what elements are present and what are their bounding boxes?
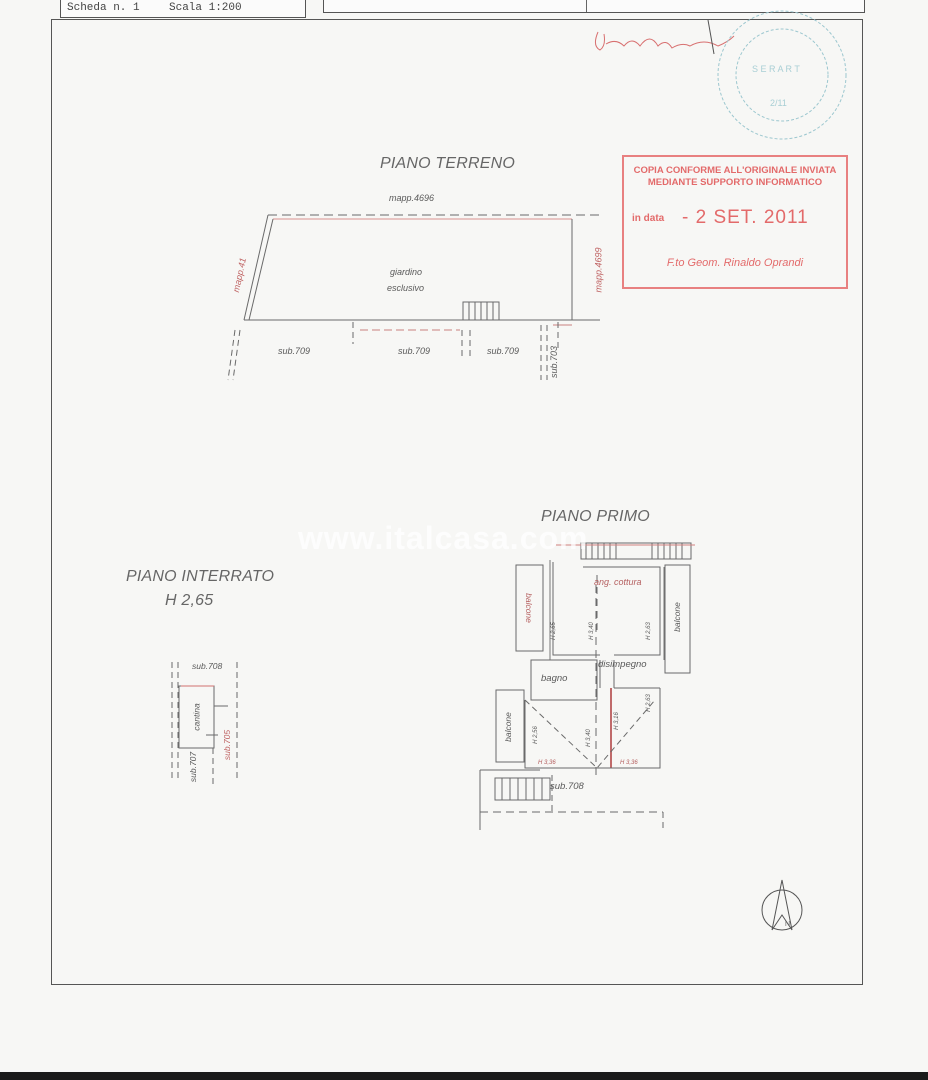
- svg-text:2/11: 2/11: [770, 98, 787, 108]
- height-h7: H 2,56: [532, 726, 539, 744]
- label-mapp-4699: mapp.4699: [593, 247, 604, 293]
- height-h4: H 2,63: [645, 694, 652, 712]
- height-h5: H 3,16: [613, 712, 620, 730]
- height-h6: H 3,40: [585, 729, 592, 747]
- height-h8: H 3,36: [538, 760, 556, 766]
- height-h2: H 3,40: [588, 622, 595, 640]
- watermark-text: www.italcasa.com: [298, 520, 589, 556]
- label-sub709-b: sub.709: [398, 346, 431, 356]
- piano-interrato-title: PIANO INTERRATO: [126, 568, 275, 585]
- header-scheda-box: Scheda n. 1 Scala 1:200: [60, 0, 306, 18]
- label-sub709-c: sub.709: [487, 346, 520, 356]
- north-arrow-icon: [761, 879, 803, 931]
- stamp-date: - 2 SET. 2011: [682, 207, 809, 228]
- stamp-line-1: COPIA CONFORME ALL'ORIGINALE INVIATA: [633, 165, 837, 176]
- label-balcone-right: balcone: [671, 602, 682, 632]
- height-h9: H 3,36: [620, 760, 638, 766]
- basement-plan: [171, 662, 238, 784]
- subalterno-label: Subalterno: 716: [330, 0, 429, 4]
- label-disimpegno: disimpegno: [598, 659, 647, 670]
- header-subalterno-box: Subalterno: 716: [323, 0, 865, 13]
- label-esclusivo: esclusivo: [387, 283, 425, 293]
- scale-label: Scala 1:200: [169, 2, 242, 14]
- label-sub707: sub.707: [188, 751, 199, 783]
- certification-stamp: COPIA CONFORME ALL'ORIGINALE INVIATA MED…: [622, 155, 848, 289]
- label-sub708-basement: sub.708: [192, 661, 223, 671]
- first-floor-plan: [479, 542, 695, 832]
- label-balcone-lower: balcone: [502, 712, 513, 742]
- height-h1: H 2,65: [550, 622, 557, 640]
- scan-edge: [0, 1072, 928, 1080]
- stamp-line-2: MEDIANTE SUPPORTO INFORMATICO: [647, 177, 823, 188]
- piano-terreno-title: PIANO TERRENO: [380, 155, 516, 172]
- signature-icon: [594, 19, 735, 55]
- label-sub709-a: sub.709: [278, 346, 311, 356]
- stamp-signed-by: F.to Geom. Rinaldo Oprandi: [666, 257, 804, 269]
- north-label: N: [785, 921, 791, 928]
- label-cantina: cantina: [191, 703, 202, 731]
- official-seal-icon: [717, 10, 847, 140]
- label-sub708: sub.708: [550, 781, 584, 792]
- label-ang-cottura: ang. cottura: [594, 577, 642, 587]
- ground-floor-plan: [227, 214, 603, 381]
- label-sub705: sub.705: [222, 729, 233, 761]
- scheda-number: Scheda n. 1: [67, 2, 140, 14]
- svg-text:S E R A R T: S E R A R T: [752, 64, 800, 74]
- label-balcone-left: balcone: [523, 593, 534, 623]
- piano-primo-title: PIANO PRIMO: [541, 508, 650, 525]
- label-giardino: giardino: [390, 267, 423, 277]
- label-sub703: sub.703: [549, 345, 560, 379]
- label-mapp-4696: mapp.4696: [389, 193, 435, 203]
- label-bagno: bagno: [541, 673, 568, 684]
- height-h3: H 2,63: [645, 622, 652, 640]
- stamp-date-label: in data: [632, 213, 665, 224]
- interrato-height: H 2,65: [165, 592, 214, 609]
- drawing-frame: [51, 19, 863, 985]
